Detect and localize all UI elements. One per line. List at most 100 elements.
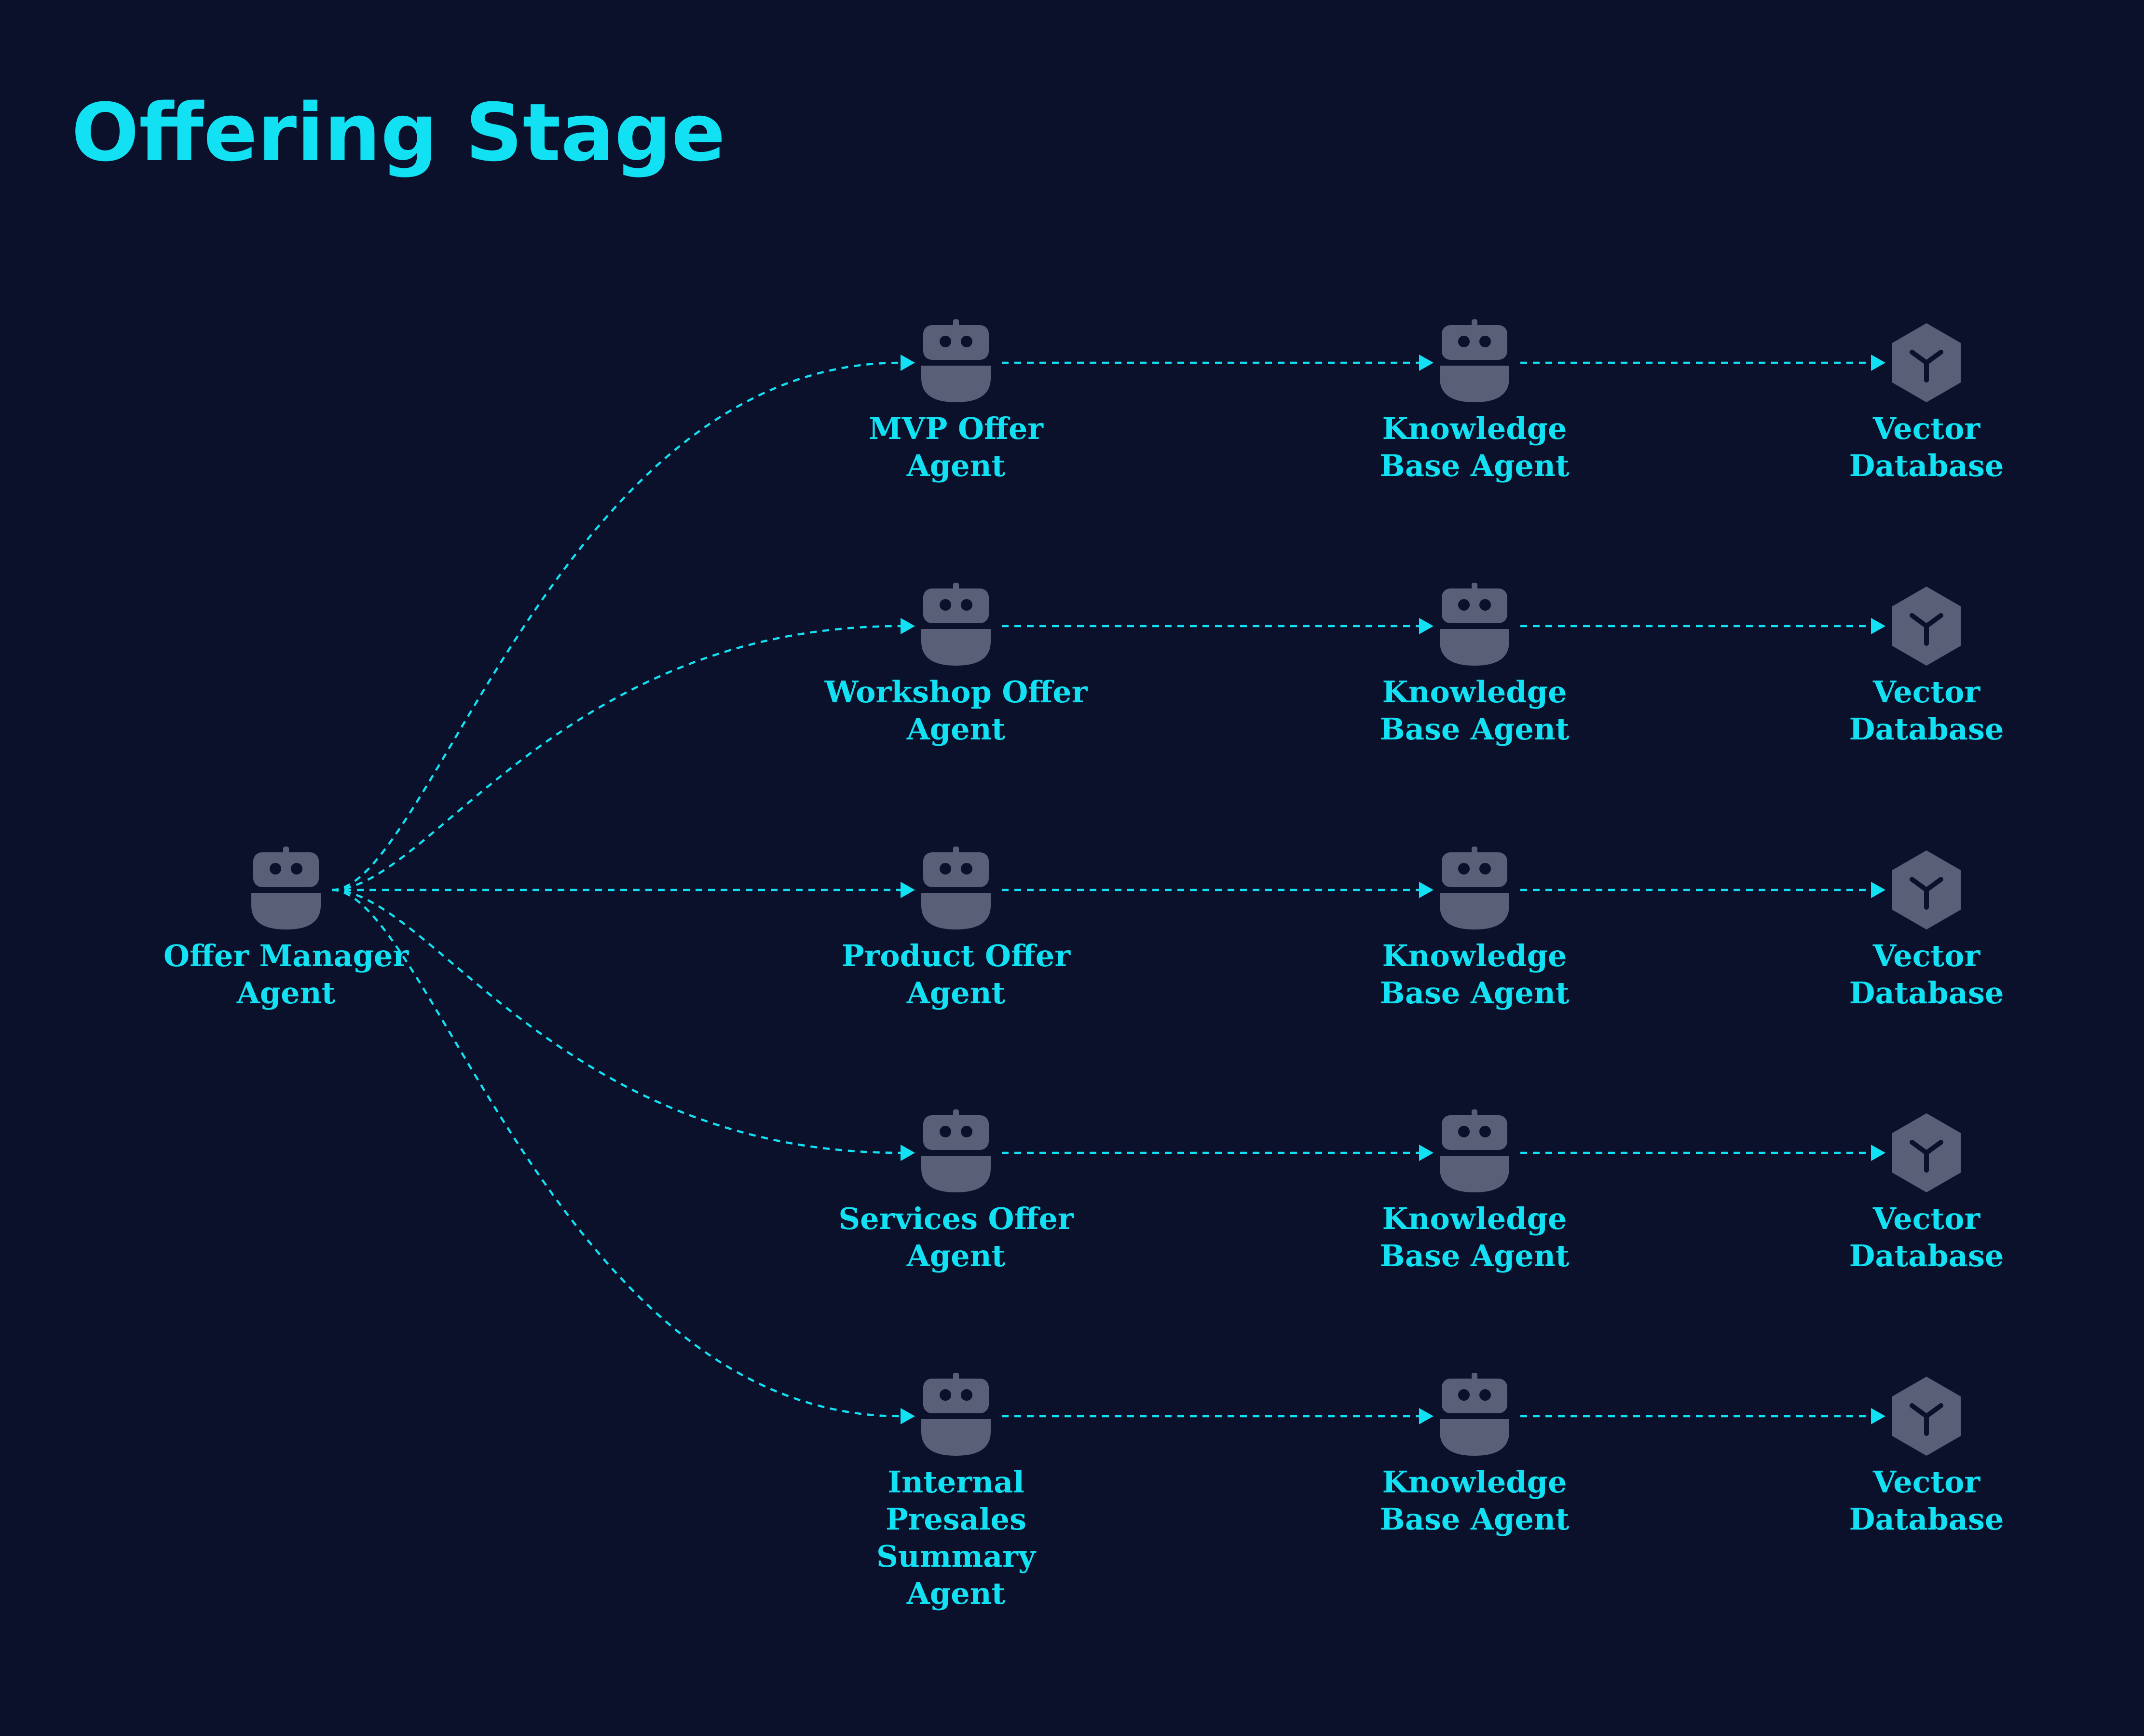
node-label: Base Agent	[1379, 1238, 1569, 1273]
arrowhead	[1871, 355, 1885, 371]
node-label: Base Agent	[1379, 448, 1569, 483]
node-label: Agent	[236, 975, 336, 1011]
node-label: Vector	[1872, 411, 1981, 446]
node-label: Vector	[1872, 1464, 1981, 1500]
robot-eye	[1479, 599, 1491, 611]
node-label: Knowledge	[1382, 674, 1567, 710]
robot-eye	[940, 1126, 951, 1137]
robot-head	[923, 1379, 989, 1413]
robot-eye	[270, 863, 281, 875]
node-label: Agent	[906, 711, 1006, 747]
arrowhead	[901, 1408, 915, 1424]
cube-icon	[1892, 850, 1961, 930]
robot-body	[1440, 366, 1509, 402]
edge-kb-4-to-vdb-4	[1520, 1145, 1885, 1161]
robot-head	[923, 1115, 989, 1150]
node-label: Offer Manager	[164, 938, 409, 973]
node-label: Internal	[888, 1464, 1024, 1500]
robot-icon	[1440, 1373, 1509, 1456]
robot-head	[1442, 588, 1507, 623]
cube-icon	[1892, 587, 1961, 666]
cube-edges	[1910, 1140, 1943, 1173]
edge-line	[331, 361, 901, 891]
robot-head	[1442, 325, 1507, 360]
edge-kb-2-to-vdb-2	[1520, 618, 1885, 634]
arrowhead	[1871, 1408, 1885, 1424]
robot-icon	[921, 583, 991, 666]
arrowhead	[1419, 618, 1434, 634]
arrowhead	[1419, 1408, 1434, 1424]
robot-body	[921, 893, 991, 930]
edge-offer-manager-to-mvp-offer	[331, 355, 915, 891]
edges-layer	[331, 355, 1885, 1424]
robot-head	[923, 325, 989, 360]
node-label: MVP Offer	[869, 411, 1044, 446]
robot-icon	[921, 319, 991, 402]
node-label: Agent	[906, 975, 1006, 1011]
robot-body	[921, 366, 991, 402]
edge-line	[331, 625, 901, 891]
robot-head	[923, 852, 989, 887]
robot-body	[1440, 629, 1509, 666]
robot-body	[1440, 893, 1509, 930]
node-label: Knowledge	[1382, 938, 1567, 973]
cube-edges	[1910, 1403, 1943, 1436]
robot-icon	[251, 847, 321, 930]
arrowhead	[1871, 1145, 1885, 1161]
node-label: Vector	[1872, 1201, 1981, 1236]
robot-body	[921, 1156, 991, 1192]
edge-offer-manager-to-product-offer	[332, 882, 915, 898]
node-label: Database	[1849, 1238, 2004, 1273]
edge-line	[331, 889, 901, 1418]
edge-services-offer-to-kb-4	[1002, 1145, 1434, 1161]
node-label: Base Agent	[1379, 711, 1569, 747]
cube-icon	[1892, 323, 1961, 402]
robot-eye	[1479, 1389, 1491, 1401]
node-label: Product Offer	[842, 938, 1071, 973]
robot-body	[921, 629, 991, 666]
node-label: Agent	[906, 1238, 1006, 1273]
arrowhead	[901, 882, 915, 898]
edge-product-offer-to-kb-3	[1002, 882, 1434, 898]
robot-eye	[1479, 336, 1491, 347]
node-label: Summary	[876, 1539, 1037, 1574]
node-label: Workshop Offer	[824, 674, 1088, 710]
edge-mvp-offer-to-kb-1	[1002, 355, 1434, 371]
robot-icon	[921, 1373, 991, 1456]
robot-eye	[961, 1126, 972, 1137]
robot-eye	[961, 336, 972, 347]
robot-body	[921, 1419, 991, 1456]
cube-edges	[1910, 613, 1943, 646]
edge-offer-manager-to-internal-presales	[331, 889, 915, 1424]
edge-kb-3-to-vdb-3	[1520, 882, 1885, 898]
edge-offer-manager-to-workshop-offer	[331, 618, 915, 891]
arrowhead	[901, 355, 915, 371]
edge-internal-presales-to-kb-5	[1002, 1408, 1434, 1424]
edge-line	[331, 889, 901, 1154]
robot-icon	[1440, 319, 1509, 402]
robot-eye	[940, 1389, 951, 1401]
robot-head	[1442, 1115, 1507, 1150]
node-label: Knowledge	[1382, 1464, 1567, 1500]
robot-head	[1442, 852, 1507, 887]
robot-icon	[921, 847, 991, 930]
robot-body	[1440, 1156, 1509, 1192]
robot-eye	[961, 863, 972, 875]
